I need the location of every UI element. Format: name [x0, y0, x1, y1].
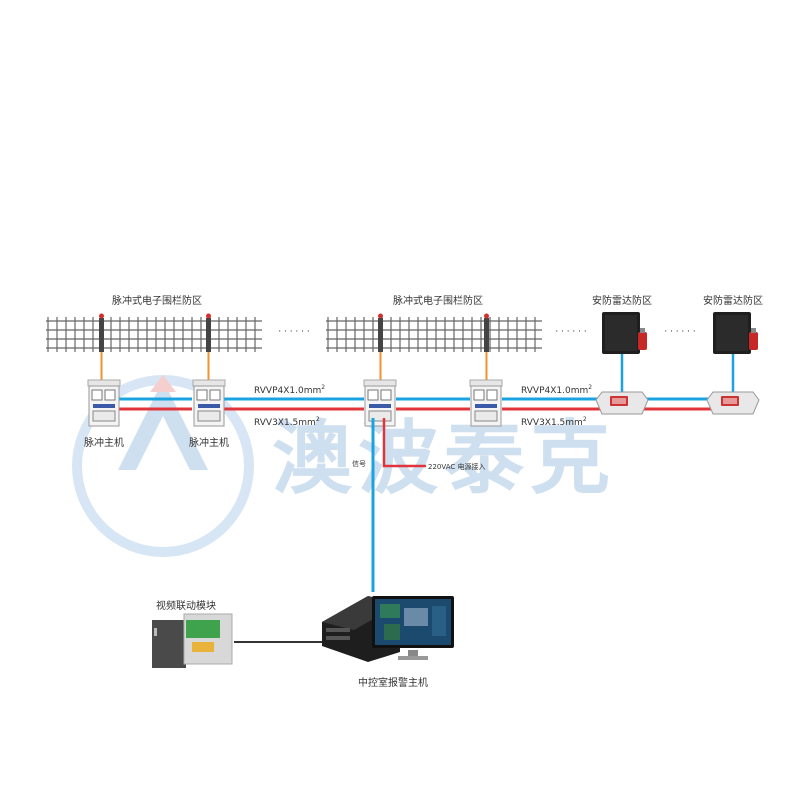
linkage-module-box	[152, 614, 232, 668]
power-cable-label-2: RVV3X1.5mm2	[521, 416, 587, 428]
pulse-host-cabinet-4	[470, 380, 502, 426]
pulse-host-cabinet-3	[364, 380, 396, 426]
signal-cable-label-1: RVVP4X1.0mm2	[254, 384, 325, 396]
continuation-dots-1: · · · · · ·	[278, 327, 309, 337]
fence-section-1	[46, 317, 262, 352]
radar-unit-2	[713, 312, 758, 354]
fence-section-2	[326, 317, 542, 352]
signal-label: 信号	[352, 459, 366, 468]
continuation-dots-3: · · · · · ·	[664, 327, 695, 337]
pulse-host-cabinet-2	[193, 380, 225, 426]
signal-cable-label-2: RVVP4X1.0mm2	[521, 384, 592, 396]
radar-junction-box-2	[707, 392, 759, 414]
radar-zone-label-2: 安防雷达防区	[703, 294, 763, 307]
radar-feed-lines	[622, 354, 733, 392]
radar-junction-box-1	[596, 392, 648, 414]
fence-zone-label-2: 脉冲式电子围栏防区	[393, 294, 483, 307]
linkage-module-label: 视频联动模块	[156, 599, 216, 612]
pulse-host-label-1: 脉冲主机	[84, 436, 124, 449]
power-input-label: 220VAC 电源接入	[428, 462, 485, 471]
alarm-host-label: 中控室报警主机	[358, 676, 428, 689]
continuation-dots-2: · · · · · ·	[555, 327, 586, 337]
radar-unit-1	[602, 312, 647, 354]
radar-zone-label-1: 安防雷达防区	[592, 294, 652, 307]
watermark: 澳波泰克	[77, 375, 616, 552]
pulse-host-label-2: 脉冲主机	[189, 436, 229, 449]
pulse-host-cabinet-1	[88, 380, 120, 426]
fence-zone-label-1: 脉冲式电子围栏防区	[112, 294, 202, 307]
power-cable-label-1: RVV3X1.5mm2	[254, 416, 320, 428]
